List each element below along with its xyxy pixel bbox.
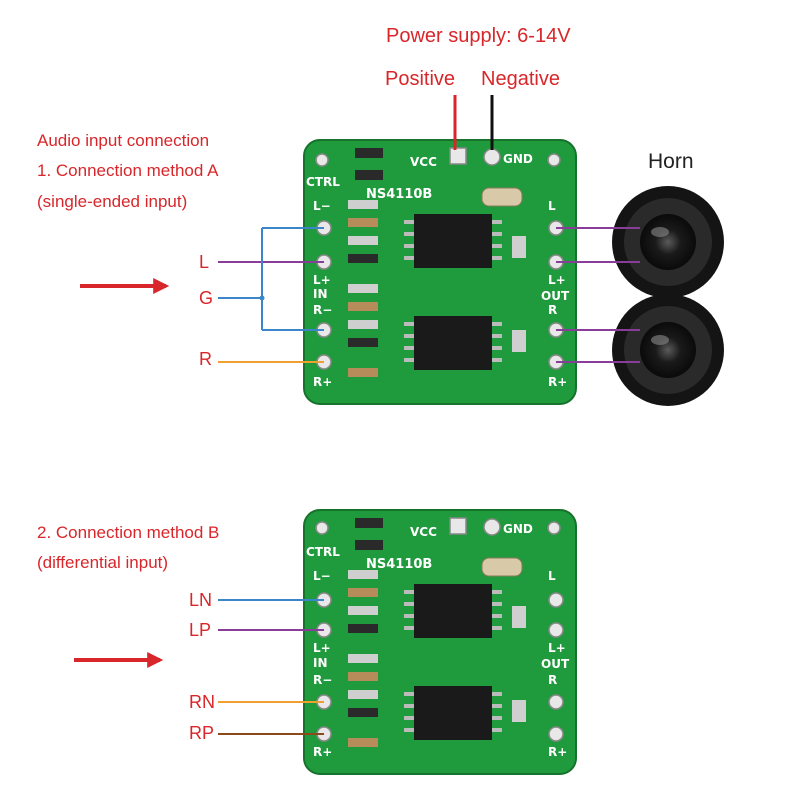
board-b-components (348, 518, 526, 747)
horn-label: Horn (648, 150, 694, 173)
method-b-desc: (differential input) (37, 553, 169, 572)
board-a-chip-1 (404, 214, 502, 268)
board-a-r-plus-silk: R+ (313, 375, 332, 389)
method-a-desc: (single-ended input) (37, 192, 188, 211)
board-b-in-silk: IN (313, 656, 328, 670)
board-b-gnd-pad (483, 518, 501, 536)
board-a-out-l-plus-silk: L+ (548, 273, 566, 287)
audio-input-heading: Audio input connection (37, 131, 210, 150)
board-a-out-r-plus-silk: R+ (548, 375, 567, 389)
wire-a-g-junction (259, 295, 265, 301)
signal-ln-label: LN (189, 590, 213, 610)
wire-a-g (218, 227, 324, 331)
board-b-vcc-pad (449, 517, 467, 535)
board-a-components (348, 148, 526, 377)
board-a-ctrl-silk: CTRL (306, 175, 340, 189)
amplifier-board-a: VCC GND CTRL NS4110B L− L+ IN R− R+ L L+… (303, 139, 577, 405)
amplifier-board-b: VCC GND CTRL NS4110B L− L+ IN R− R+ L L+… (303, 509, 577, 775)
board-a-r-minus-silk: R− (313, 303, 332, 317)
board-b-out-l-silk: L (548, 569, 556, 583)
signal-l-label: L (199, 252, 210, 272)
board-a-in-silk: IN (313, 287, 328, 301)
board-b-l-plus-silk: L+ (313, 641, 331, 655)
method-b-name: 2. Connection method B (37, 523, 220, 542)
board-b-r-minus-silk: R− (313, 673, 332, 687)
signal-g-label: G (199, 288, 214, 308)
board-b-chip-silk: NS4110B (366, 557, 432, 572)
signal-rn-label: RN (189, 692, 215, 712)
board-b-chip-2 (404, 686, 502, 740)
positive-label: Positive (385, 68, 456, 90)
board-a-l-plus-silk: L+ (313, 273, 331, 287)
speaker-top (612, 186, 724, 298)
board-b-out-l-plus-silk: L+ (548, 641, 566, 655)
board-b-out-silk: OUT (541, 657, 570, 671)
board-a-out-silk: OUT (541, 289, 570, 303)
negative-label: Negative (481, 68, 560, 90)
board-b-r-plus-silk: R+ (313, 745, 332, 759)
board-a-vcc-silk: VCC (410, 155, 437, 169)
method-a-name: 1. Connection method A (37, 161, 219, 180)
board-b-gnd-silk: GND (503, 522, 533, 536)
board-b-out-r-silk: R (548, 673, 557, 687)
board-b-right-pads (547, 521, 564, 742)
board-a-gnd-pad (483, 148, 501, 166)
signal-lp-label: LP (189, 620, 212, 640)
board-a-gnd-silk: GND (503, 152, 533, 166)
board-a-out-l-silk: L (548, 199, 556, 213)
board-b-l-minus-silk: L− (313, 569, 331, 583)
board-a-l-minus-silk: L− (313, 199, 331, 213)
board-b-ctrl-silk: CTRL (306, 545, 340, 559)
board-b-chip-1 (404, 584, 502, 638)
board-b-out-r-plus-silk: R+ (548, 745, 567, 759)
signal-rp-label: RP (189, 723, 215, 743)
board-a-out-r-silk: R (548, 303, 557, 317)
board-a-vcc-pad (449, 147, 467, 165)
board-b-vcc-silk: VCC (410, 525, 437, 539)
signal-r-label: R (199, 349, 212, 369)
power-supply-title: Power supply: 6-14V (386, 25, 571, 47)
board-a-chip-2 (404, 316, 502, 370)
speaker-bottom (612, 294, 724, 406)
board-a-chip-silk: NS4110B (366, 187, 432, 202)
